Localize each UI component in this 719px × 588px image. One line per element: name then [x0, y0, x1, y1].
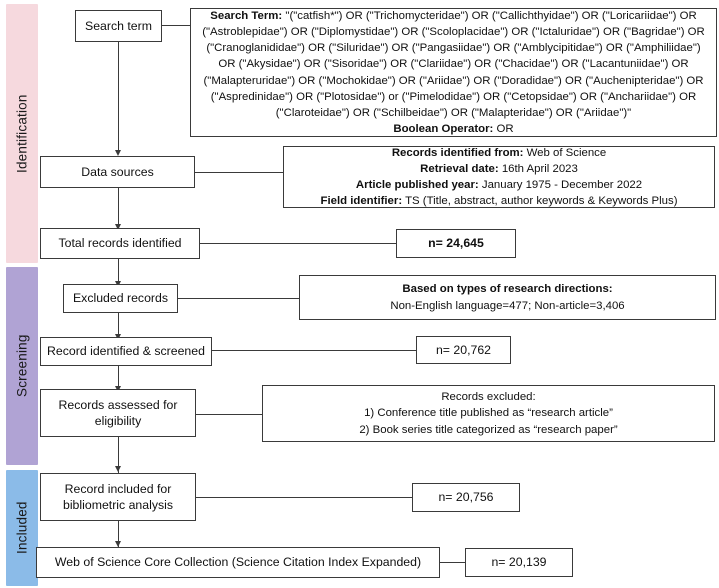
- connector-screened-to-eligibility: [118, 366, 120, 393]
- stage-band-included-label: Included: [14, 501, 30, 555]
- connector-included-to-core: [118, 521, 120, 547]
- connector-excluded-to-screened: [118, 313, 120, 341]
- search-term-line-1: ("Astroblepidae") OR ("Diplomystidae") O…: [202, 25, 705, 38]
- stage-band-screening-label: Screening: [14, 334, 30, 398]
- data-source-row-3: Field identifier: TS (Title, abstract, a…: [292, 193, 706, 209]
- search-term-line-4: ("Malapteruridae") OR ("Mochokidae") OR …: [203, 74, 704, 87]
- stage-band-screening: Screening: [6, 267, 38, 465]
- data-source-value-3: TS (Title, abstract, author keywords & K…: [402, 195, 678, 208]
- node-data-sources[interactable]: Data sources: [40, 156, 195, 188]
- search-term-line-5: ("Aspredinidae") OR ("Plotosidae") or ("…: [210, 90, 697, 103]
- connector-eligibility-to-note: [196, 414, 262, 416]
- data-source-value-2: January 1975 - December 2022: [478, 179, 643, 191]
- stage-band-identification: Identification: [6, 4, 38, 263]
- node-excluded-records[interactable]: Excluded records: [63, 284, 178, 313]
- node-search-term[interactable]: Search term: [75, 10, 162, 42]
- node-record-included-text: Record included for bibliometric analysi…: [63, 481, 173, 513]
- node-record-included-line-1: Record included for: [64, 481, 172, 496]
- count-records-screened-value: n= 20,762: [435, 342, 492, 357]
- data-source-label-3: Field identifier:: [320, 195, 403, 208]
- search-term-value-0: "("catfish*") OR ("Trichomycteridae") OR…: [282, 9, 697, 22]
- stage-band-identification-label: Identification: [14, 94, 30, 173]
- node-records-assessed-line-1: Records assessed for: [58, 397, 178, 412]
- node-core-collection[interactable]: Web of Science Core Collection (Science …: [36, 547, 440, 578]
- data-source-value-0: Web of Science: [523, 146, 607, 159]
- count-records-included-value: n= 20,756: [438, 490, 494, 505]
- eligibility-note-item-2: 2) Book series title categorized as “res…: [359, 423, 618, 436]
- search-term-label: Search Term:: [210, 9, 283, 22]
- data-source-label-0: Records identified from:: [391, 146, 524, 159]
- data-source-row-2: Article published year: January 1975 - D…: [292, 177, 706, 193]
- connector-core-to-count: [440, 562, 465, 564]
- node-records-assessed-eligibility[interactable]: Records assessed for eligibility: [40, 389, 196, 437]
- node-record-included-line-2: bibliometric analysis: [62, 498, 174, 512]
- node-record-included-bibliometric[interactable]: Record included for bibliometric analysi…: [40, 473, 196, 521]
- connector-excluded-to-note: [178, 298, 299, 300]
- connector-data-sources-to-note: [195, 172, 283, 174]
- note-excluded-reasons: Based on types of research directions: N…: [299, 275, 716, 320]
- count-core-collection-value: n= 20,139: [491, 555, 547, 570]
- note-search-term-details: Search Term: "("catfish*") OR ("Trichomy…: [190, 8, 717, 137]
- arrowhead-record-included: [115, 466, 121, 472]
- connector-search-term-to-note: [162, 25, 190, 27]
- node-total-records-identified[interactable]: Total records identified: [40, 228, 200, 259]
- excluded-note-title: Based on types of research directions:: [402, 283, 613, 296]
- data-source-row-0: Records identified from: Web of Science: [292, 145, 706, 161]
- search-term-line-0: Search Term: "("catfish*") OR ("Trichomy…: [199, 8, 708, 24]
- node-records-assessed-line-2: eligibility: [94, 414, 142, 428]
- search-term-boolean: Boolean Operator: OR: [199, 121, 708, 137]
- count-total-records: n= 24,645: [396, 229, 516, 258]
- node-records-assessed-text: Records assessed for eligibility: [59, 397, 178, 429]
- connector-screened-to-count: [212, 350, 416, 352]
- data-source-row-1: Retrieval date: 16th April 2023: [292, 161, 706, 177]
- eligibility-note-item-1: 1) Conference title published as “resear…: [364, 407, 613, 420]
- arrowhead-core-collection: [115, 541, 121, 547]
- node-record-identified-screened[interactable]: Record identified & screened: [40, 337, 212, 366]
- note-data-sources-details: Records identified from: Web of Science …: [283, 146, 715, 208]
- note-eligibility-exclusions: Records excluded: 1) Conference title pu…: [262, 385, 715, 442]
- connector-total-records-to-count: [200, 243, 396, 245]
- data-source-value-1: 16th April 2023: [498, 162, 578, 175]
- arrowhead-data-sources: [115, 150, 121, 156]
- connector-search-term-to-data-sources: [118, 42, 120, 152]
- eligibility-note-title: Records excluded:: [441, 391, 536, 404]
- connector-eligibility-to-included: [118, 437, 120, 473]
- search-term-line-2: ("Cranoglanididae") OR ("Siluridae") OR …: [206, 42, 701, 55]
- connector-total-records-to-excluded: [118, 259, 120, 288]
- count-core-collection: n= 20,139: [465, 548, 573, 577]
- excluded-note-detail: Non-English language=477; Non-article=3,…: [390, 299, 625, 312]
- search-term-line-3: OR ("Akysidae") OR ("Sisoridae") OR ("Cl…: [218, 58, 689, 71]
- connector-included-to-count: [196, 497, 412, 499]
- connector-data-sources-to-total: [118, 188, 120, 228]
- stage-band-included: Included: [6, 470, 38, 586]
- data-source-label-1: Retrieval date:: [420, 162, 499, 175]
- count-total-records-value: n= 24,645: [428, 236, 484, 251]
- count-records-included: n= 20,756: [412, 483, 520, 512]
- search-term-line-6: ("Claroteidae") OR ("Schilbeidae") OR ("…: [275, 106, 632, 119]
- arrowhead-total-records: [115, 224, 121, 230]
- data-source-label-2: Article published year:: [355, 179, 479, 191]
- count-records-screened: n= 20,762: [416, 336, 511, 364]
- boolean-operator-value: OR: [493, 123, 514, 136]
- boolean-operator-label: Boolean Operator:: [393, 123, 494, 136]
